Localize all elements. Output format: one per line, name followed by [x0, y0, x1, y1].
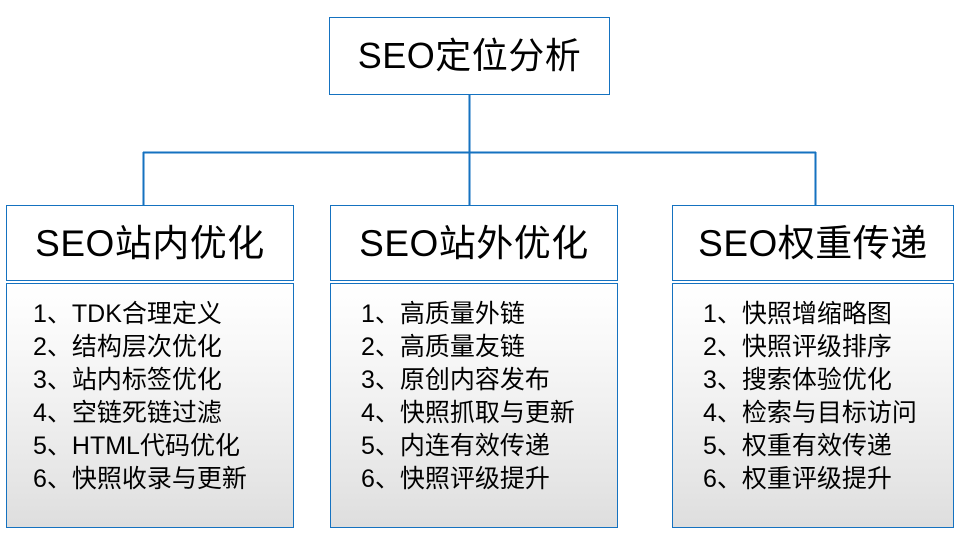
branch-body-2: 1、快照增缩略图 2、快照评级排序 3、搜索体验优化 4、检索与目标访问 5、权…	[672, 283, 954, 528]
root-node-label: SEO定位分析	[357, 35, 582, 76]
branch-item-list-2: 1、快照增缩略图 2、快照评级排序 3、搜索体验优化 4、检索与目标访问 5、权…	[673, 298, 953, 496]
list-item: 2、结构层次优化	[33, 333, 222, 361]
branch-body-1: 1、高质量外链 2、高质量友链 3、原创内容发布 4、快照抓取与更新 5、内连有…	[330, 283, 618, 528]
list-item: 3、搜索体验优化	[703, 366, 892, 394]
list-item: 5、HTML代码优化	[33, 432, 240, 460]
branch-header-1[interactable]: SEO站外优化	[330, 205, 618, 281]
list-item: 3、站内标签优化	[33, 366, 222, 394]
list-item: 1、TDK合理定义	[33, 300, 222, 328]
branch-header-2[interactable]: SEO权重传递	[672, 205, 954, 281]
branch-item-list-0: 1、TDK合理定义 2、结构层次优化 3、站内标签优化 4、空链死链过滤 5、H…	[7, 298, 293, 496]
list-item: 3、原创内容发布	[361, 366, 550, 394]
branch-header-label-1: SEO站外优化	[359, 222, 589, 264]
branch-column-1: SEO站外优化 1、高质量外链 2、高质量友链 3、原创内容发布 4、快照抓取与…	[330, 205, 618, 528]
list-item: 5、权重有效传递	[703, 432, 892, 460]
list-item: 4、快照抓取与更新	[361, 399, 575, 427]
root-node[interactable]: SEO定位分析	[329, 17, 610, 95]
branch-body-0: 1、TDK合理定义 2、结构层次优化 3、站内标签优化 4、空链死链过滤 5、H…	[6, 283, 294, 528]
list-item: 6、快照收录与更新	[33, 465, 247, 493]
branch-header-label-2: SEO权重传递	[698, 222, 928, 264]
branch-item-list-1: 1、高质量外链 2、高质量友链 3、原创内容发布 4、快照抓取与更新 5、内连有…	[331, 298, 617, 496]
list-item: 1、快照增缩略图	[703, 300, 892, 328]
branch-header-0[interactable]: SEO站内优化	[6, 205, 294, 281]
branch-header-label-0: SEO站内优化	[35, 222, 265, 264]
list-item: 4、空链死链过滤	[33, 399, 222, 427]
list-item: 6、快照评级提升	[361, 465, 550, 493]
list-item: 4、检索与目标访问	[703, 399, 917, 427]
list-item: 5、内连有效传递	[361, 432, 550, 460]
branch-column-0: SEO站内优化 1、TDK合理定义 2、结构层次优化 3、站内标签优化 4、空链…	[6, 205, 294, 528]
list-item: 2、快照评级排序	[703, 333, 892, 361]
list-item: 1、高质量外链	[361, 300, 525, 328]
list-item: 2、高质量友链	[361, 333, 525, 361]
list-item: 6、权重评级提升	[703, 465, 892, 493]
branch-column-2: SEO权重传递 1、快照增缩略图 2、快照评级排序 3、搜索体验优化 4、检索与…	[672, 205, 954, 528]
